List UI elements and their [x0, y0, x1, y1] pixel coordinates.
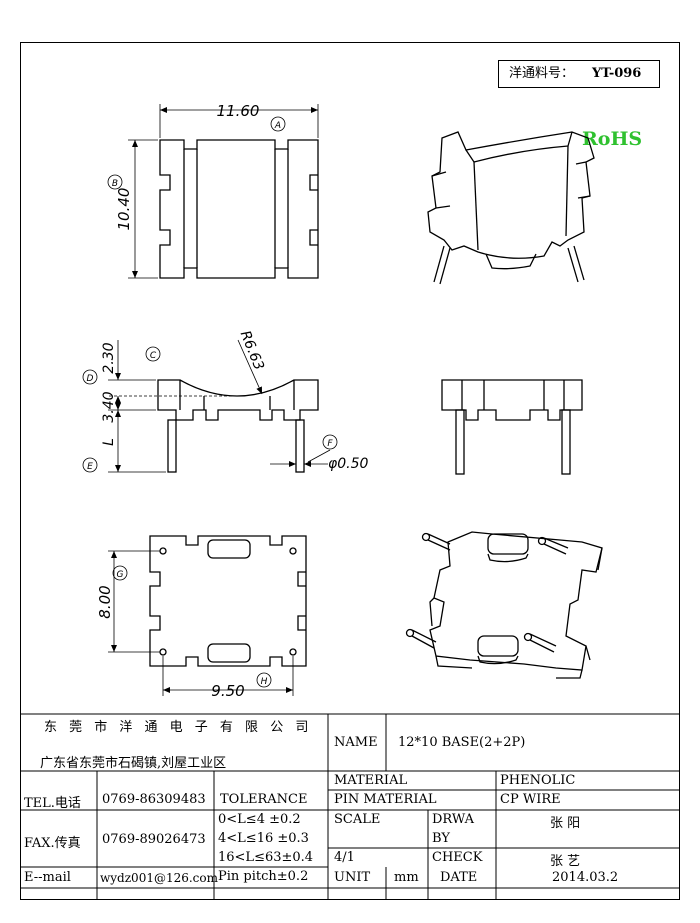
callout-b: B: [112, 179, 118, 189]
dim-c-height: 2.30: [101, 342, 117, 373]
material-value: PHENOLIC: [500, 773, 576, 788]
check-label: CHECK: [432, 850, 483, 865]
material-label: MATERIAL: [334, 773, 408, 788]
tolerance-row-4: Pin pitch±0.2: [218, 869, 309, 884]
dim-bottom-height: 8.00: [96, 585, 114, 618]
dim-width-top: 11.60: [217, 102, 260, 120]
dim-pin-diameter: φ0.50: [328, 456, 369, 472]
scale-value: 4/1: [334, 850, 355, 865]
company-name: 东 莞 市 洋 通 电 子 有 限 公 司: [44, 720, 313, 735]
dim-bottom-width: 9.50: [211, 682, 244, 700]
callout-a: A: [274, 121, 281, 131]
title-block-grid: [20, 713, 680, 900]
part-number: YT-096: [592, 66, 642, 81]
fax-value: 0769-89026473: [102, 832, 206, 847]
dim-height-top: 10.40: [115, 188, 133, 231]
side-view: [441, 379, 583, 475]
checked-by: 张 艺: [550, 854, 581, 869]
unit-value: mm: [394, 870, 419, 885]
callout-f: F: [327, 439, 333, 449]
company-address: 广东省东莞市石碣镇,刘屋工业区: [40, 756, 227, 771]
front-view-dims: [82, 339, 338, 473]
callout-c: C: [150, 351, 157, 361]
bottom-view: [149, 535, 307, 667]
email-label: E--mail: [24, 870, 71, 885]
name-label: NAME: [334, 735, 378, 750]
tolerance-label: TOLERANCE: [220, 792, 308, 807]
callout-d: D: [87, 374, 94, 384]
drawn-by: 张 阳: [550, 816, 581, 831]
iso-view-top: [427, 131, 595, 285]
part-name: 12*10 BASE(2+2P): [398, 735, 526, 750]
bottom-view-dims: [108, 550, 294, 696]
pin-material-label: PIN MATERIAL: [334, 792, 437, 807]
top-view: [159, 139, 319, 279]
tolerance-row-2: 4<L≤16 ±0.3: [218, 831, 309, 846]
callout-h: H: [261, 677, 268, 687]
iso-view-bottom: [405, 531, 603, 679]
date-value: 2014.03.2: [552, 870, 619, 885]
dim-d-height: 3.40: [101, 391, 117, 422]
email-value: wydz001@126.com: [100, 871, 219, 885]
fax-label: FAX.传真: [24, 836, 81, 851]
scale-label: SCALE: [334, 812, 381, 827]
callout-g: G: [117, 570, 124, 580]
part-number-label: 洋通料号：: [509, 66, 575, 81]
unit-label: UNIT: [334, 870, 371, 885]
drawn-label-2: BY: [432, 831, 450, 846]
pin-material-value: CP WIRE: [500, 792, 561, 807]
top-view-dims: [107, 104, 319, 279]
drawn-label-1: DRWA: [432, 812, 475, 827]
tolerance-row-3: 16<L≤63±0.4: [218, 850, 314, 865]
callout-e: E: [87, 462, 93, 472]
tolerance-row-1: 0<L≤4 ±0.2: [218, 812, 301, 827]
drawing-sheet: [20, 42, 680, 900]
part-number-box: 洋通料号： YT-096: [498, 60, 660, 88]
front-view: [157, 379, 319, 473]
tel-label: TEL.电话: [24, 796, 81, 811]
dim-lead-length: L: [101, 438, 117, 446]
date-label: DATE: [440, 870, 478, 885]
rohs-mark: RoHS: [582, 128, 643, 150]
tel-value: 0769-86309483: [102, 792, 206, 807]
dim-radius: R6.63: [237, 329, 267, 373]
